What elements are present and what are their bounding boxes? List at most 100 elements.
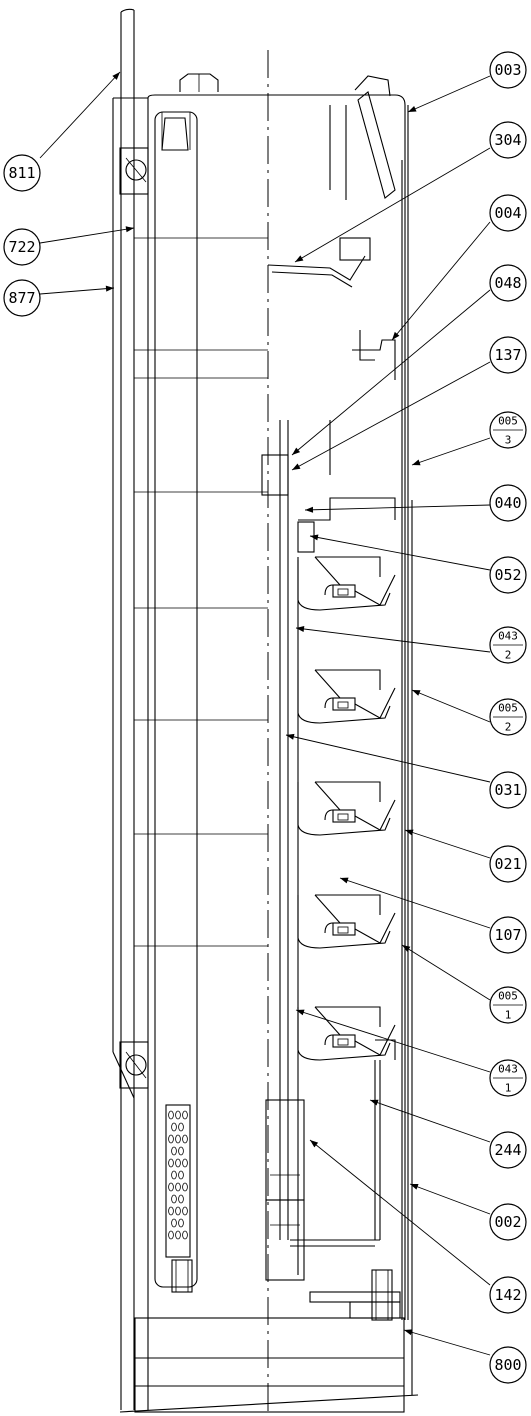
segment-top xyxy=(315,894,381,915)
leader-arrow xyxy=(402,945,411,952)
leader-arrow xyxy=(412,459,421,466)
plate-segments xyxy=(297,497,396,1061)
inner-plate xyxy=(279,420,331,1275)
segment-diag xyxy=(314,894,341,924)
leader-arrow xyxy=(296,1009,305,1016)
grip-hole xyxy=(178,1122,184,1132)
svg-text:005: 005 xyxy=(498,702,518,715)
balloon-877: 877 xyxy=(3,279,41,317)
leader-arrow xyxy=(295,255,304,262)
svg-text:304: 304 xyxy=(494,131,521,149)
grip-hole xyxy=(182,1230,188,1240)
mast-rod xyxy=(120,8,135,1410)
svg-text:244: 244 xyxy=(494,1141,521,1159)
segment-hook xyxy=(324,1034,334,1046)
leader-line xyxy=(309,1139,491,1286)
grip-hole xyxy=(182,1182,188,1192)
svg-text:043: 043 xyxy=(498,1063,518,1076)
segment-top xyxy=(315,669,381,690)
grip-hole xyxy=(178,1218,184,1228)
grip-hole xyxy=(175,1134,181,1144)
segment-diag xyxy=(314,781,341,811)
leader-arrow xyxy=(105,285,114,292)
grip-hole xyxy=(168,1158,174,1168)
balloon-005-2: 005 2 xyxy=(489,698,527,736)
outer-housing xyxy=(112,97,149,1410)
leader-arrow xyxy=(286,733,295,740)
grip-hole xyxy=(168,1110,174,1120)
svg-text:004: 004 xyxy=(494,204,521,222)
leader-arrow xyxy=(310,534,319,541)
segment-top xyxy=(315,781,381,802)
leader-line xyxy=(309,535,491,571)
leader-line xyxy=(304,504,491,511)
leader-arrow xyxy=(112,72,120,80)
segment-diag xyxy=(314,556,341,586)
segment-cup xyxy=(297,1007,391,1061)
grip-hole xyxy=(175,1230,181,1240)
svg-text:3: 3 xyxy=(505,434,512,447)
segment-hook xyxy=(324,922,334,934)
grip-hole xyxy=(182,1206,188,1216)
leader-arrow xyxy=(292,447,301,455)
leader-arrow xyxy=(404,1329,413,1336)
segment-clamp-inner xyxy=(337,588,349,596)
leader-line xyxy=(369,1099,491,1143)
segment-040 xyxy=(298,497,396,521)
svg-text:800: 800 xyxy=(494,1356,521,1374)
grip-hole xyxy=(171,1194,177,1204)
leader-arrow xyxy=(408,106,417,112)
svg-text:003: 003 xyxy=(494,61,521,79)
leader-line xyxy=(291,361,491,471)
grip-hole xyxy=(168,1134,174,1144)
segment-cup xyxy=(297,782,391,836)
balloon-800: 800 xyxy=(489,1346,527,1384)
top-bracket xyxy=(119,147,149,195)
segment-top xyxy=(315,556,381,577)
svg-text:2: 2 xyxy=(505,649,512,662)
leader-arrow xyxy=(310,1140,319,1148)
segment-clamp-inner xyxy=(337,701,349,709)
balloon-052: 052 xyxy=(489,556,527,594)
balloon-043-1: 043 1 xyxy=(489,1059,527,1097)
block-142 xyxy=(265,1099,305,1281)
arm-304 xyxy=(267,237,371,288)
balloon-002: 002 xyxy=(489,1203,527,1241)
balloon-031: 031 xyxy=(489,771,527,809)
segment-cup xyxy=(297,557,391,611)
leader-line xyxy=(391,221,491,341)
leader-line xyxy=(407,75,491,113)
leader-arrow xyxy=(410,1184,419,1190)
leader-line xyxy=(39,227,135,244)
svg-text:1: 1 xyxy=(505,1082,512,1095)
leader-line xyxy=(404,829,491,859)
grip-hole xyxy=(175,1158,181,1168)
svg-text:043: 043 xyxy=(498,630,518,643)
balloon-811: 811 xyxy=(3,154,41,192)
shaft xyxy=(154,111,198,1288)
svg-text:005: 005 xyxy=(498,415,518,428)
leader-line xyxy=(295,627,491,653)
svg-text:002: 002 xyxy=(494,1213,521,1231)
grip-hole xyxy=(182,1134,188,1144)
grip-hole xyxy=(168,1182,174,1192)
svg-text:142: 142 xyxy=(494,1286,521,1304)
main-body xyxy=(134,94,413,1413)
segment-hook xyxy=(324,584,334,596)
segment-052 xyxy=(297,521,315,553)
leader-arrow xyxy=(305,506,314,513)
segment-link xyxy=(354,574,396,606)
balloon-005-1: 005 1 xyxy=(489,986,527,1024)
leader-arrow xyxy=(125,226,134,233)
leader-arrow xyxy=(296,626,305,632)
connector-004 xyxy=(261,330,396,496)
leader-line xyxy=(401,944,491,1001)
grip-hole xyxy=(182,1158,188,1168)
grip-hole xyxy=(171,1146,177,1156)
svg-text:048: 048 xyxy=(494,274,521,292)
leader-line xyxy=(409,1183,491,1215)
grip-hole xyxy=(175,1182,181,1192)
shaft-bolt xyxy=(171,1259,193,1293)
balloon-722: 722 xyxy=(3,228,41,266)
svg-text:877: 877 xyxy=(8,289,35,307)
